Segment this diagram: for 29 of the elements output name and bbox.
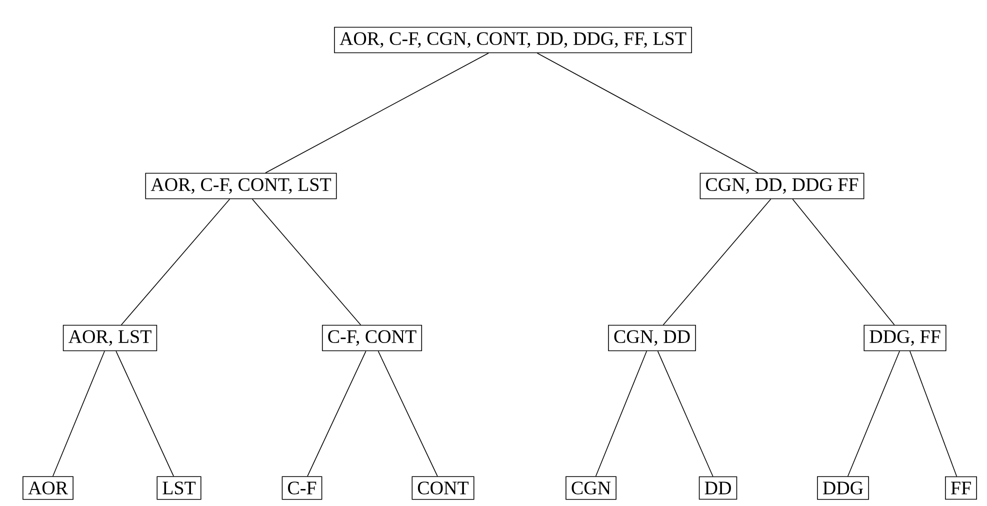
tree-node-box: DDG bbox=[817, 476, 869, 500]
tree-edge bbox=[265, 52, 489, 174]
tree-node-box: C-F, CONT bbox=[322, 324, 422, 352]
tree-node-box: DD bbox=[698, 476, 738, 500]
tree-node-box: DDG, FF bbox=[864, 324, 946, 352]
tree-node-box: FF bbox=[945, 476, 977, 500]
tree-edge bbox=[657, 350, 714, 477]
tree-edge bbox=[116, 350, 174, 477]
tree-node-box: AOR, C-F, CONT, LST bbox=[145, 172, 337, 200]
tree-edge bbox=[52, 350, 105, 477]
tree-edge bbox=[910, 350, 958, 477]
tree-edge bbox=[847, 350, 900, 477]
tree-node-box: C-F bbox=[282, 476, 322, 500]
tree-node-box: AOR, C-F, CGN, CONT, DD, DDG, FF, LST bbox=[334, 26, 692, 54]
tree-edge bbox=[120, 198, 230, 326]
tree-edge bbox=[595, 350, 648, 477]
tree-edge bbox=[252, 198, 362, 326]
tree-edge bbox=[662, 198, 772, 326]
tree-node-box: LST bbox=[156, 476, 202, 500]
tree-edge bbox=[378, 350, 438, 477]
tree-node-box: CGN, DD bbox=[608, 324, 696, 352]
tree-node-box: AOR, LST bbox=[62, 324, 158, 352]
tree-node-box: CGN bbox=[566, 476, 616, 500]
tree-node-box: AOR bbox=[22, 476, 74, 500]
tree-edge bbox=[307, 350, 366, 477]
tree-node-box: CGN, DD, DDG FF bbox=[700, 172, 864, 200]
tree-node-box: CONT bbox=[412, 476, 474, 500]
tree-edge bbox=[536, 52, 758, 174]
tree-edge bbox=[792, 198, 895, 326]
